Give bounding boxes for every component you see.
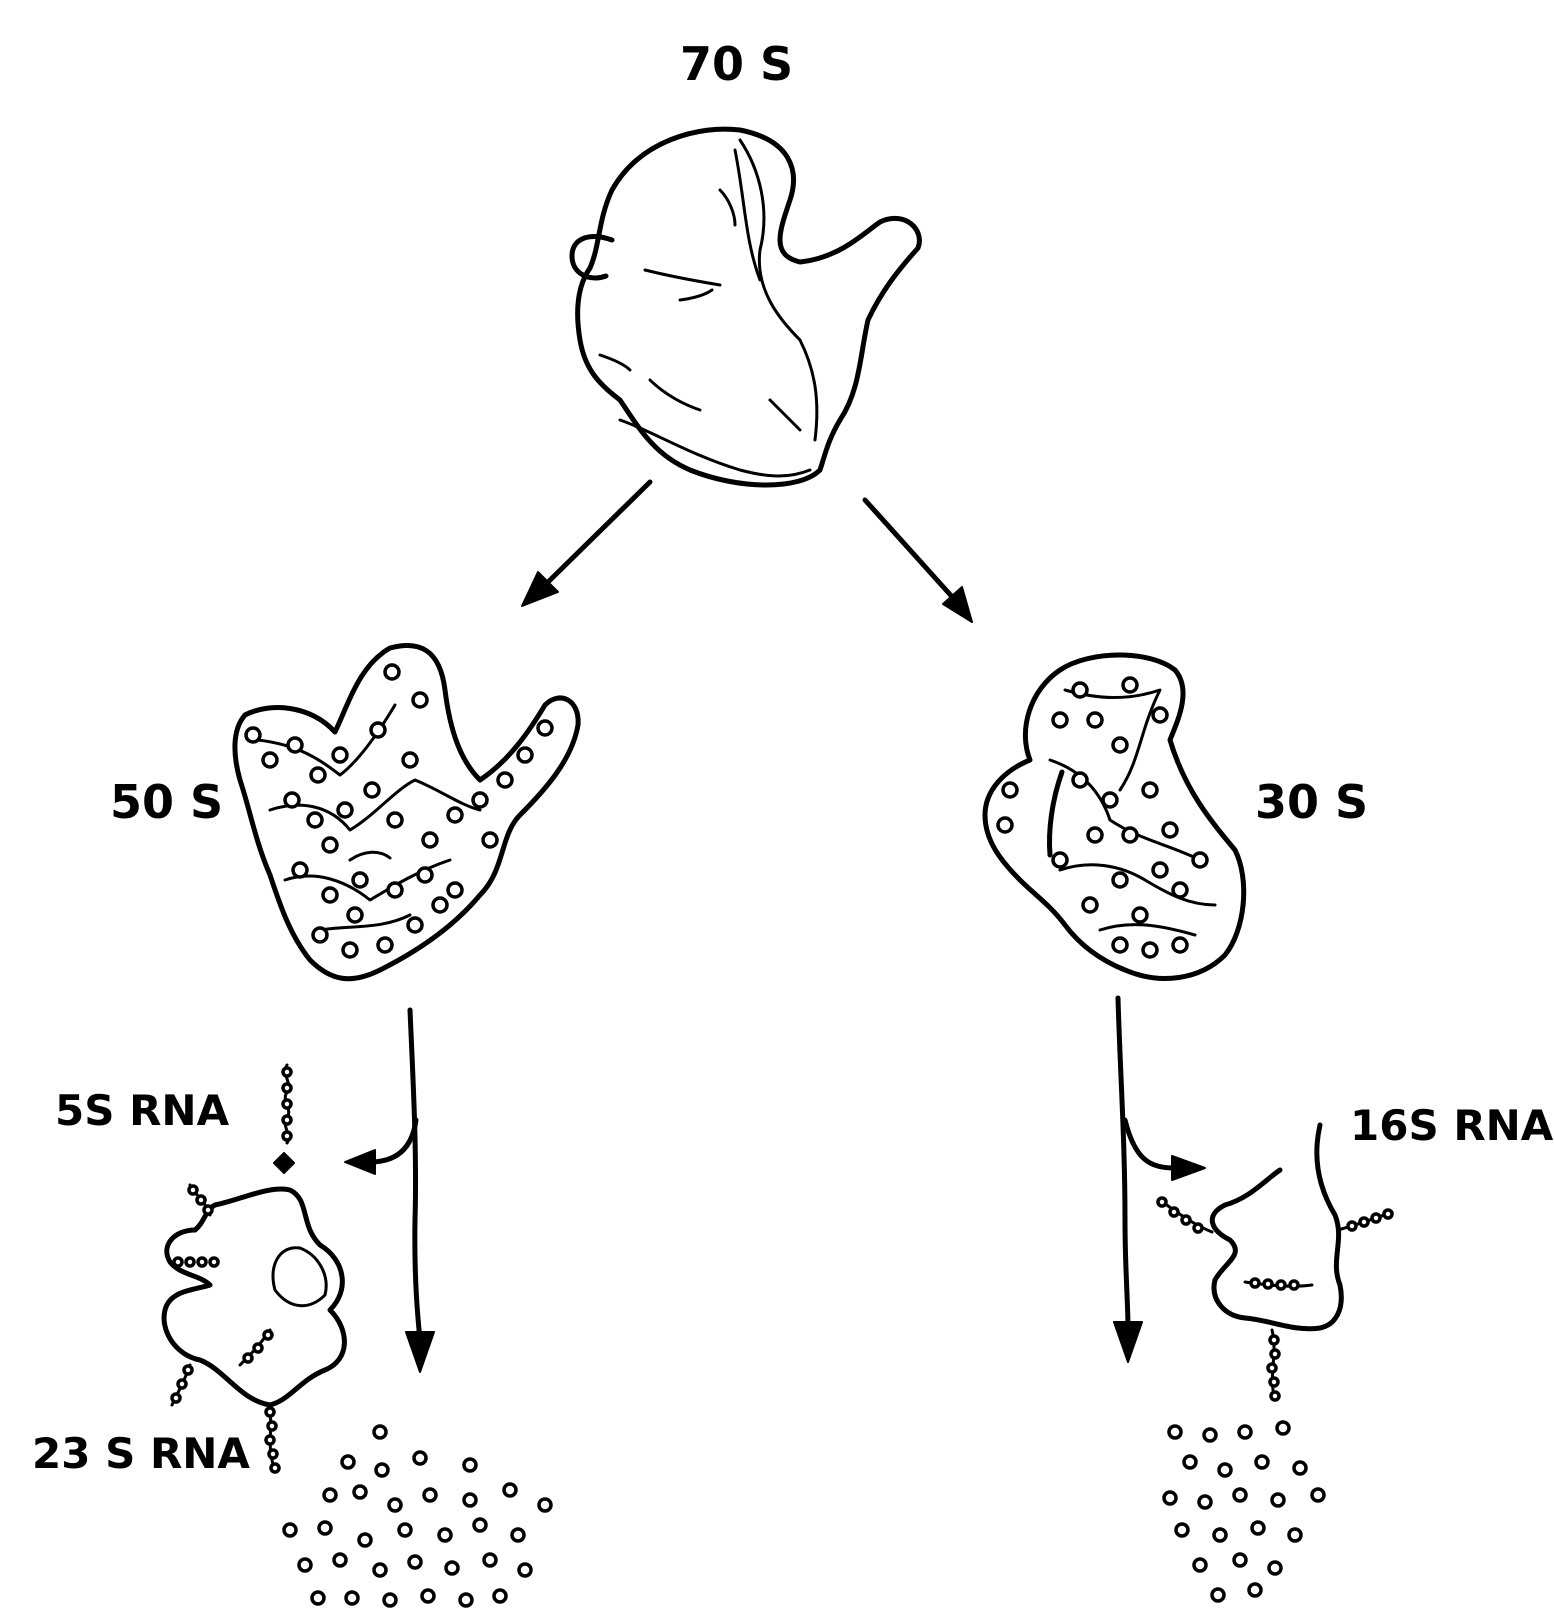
label-50s: 50 S [110, 775, 223, 829]
subunit-50s: 50 S [110, 645, 578, 978]
ribosome-70s: 70 S [572, 37, 919, 485]
arrow-30s-down [1114, 998, 1205, 1362]
rna-5s: 5S RNA [55, 1065, 294, 1173]
label-70s: 70 S [680, 37, 793, 91]
free-proteins-30s [1164, 1422, 1324, 1601]
free-proteins-50s [284, 1426, 551, 1606]
label-30s: 30 S [1255, 775, 1368, 829]
arrow-70s-to-50s [522, 482, 650, 606]
label-23s-rna: 23 S RNA [32, 1429, 250, 1478]
rna-23s: 23 S RNA [32, 1185, 344, 1478]
arrow-50s-down [345, 1010, 434, 1372]
label-16s-rna: 16S RNA [1350, 1101, 1554, 1150]
rna-16s: 16S RNA [1158, 1101, 1554, 1400]
arrow-70s-to-30s [865, 500, 972, 622]
subunit-30s: 30 S [985, 655, 1368, 978]
label-5s-rna: 5S RNA [55, 1086, 230, 1135]
